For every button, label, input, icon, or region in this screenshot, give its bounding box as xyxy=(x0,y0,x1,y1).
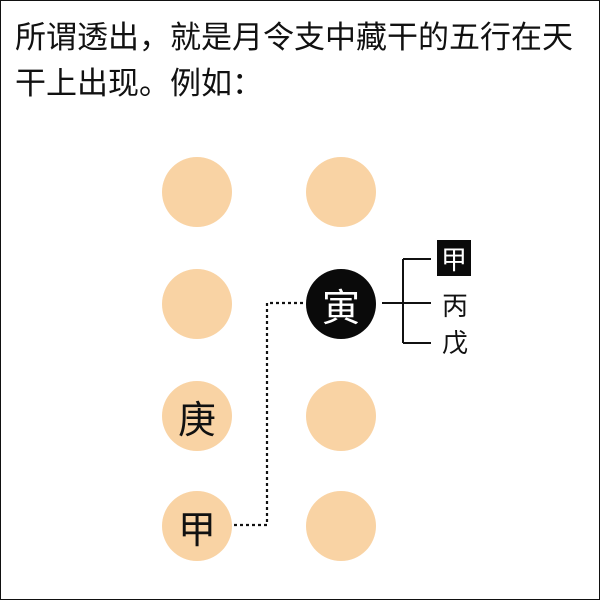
stem-circle-r3-left: 庚 xyxy=(162,381,232,451)
stem-circle-r4-left: 甲 xyxy=(162,491,232,561)
hidden-stem-highlighted: 甲 xyxy=(437,240,471,276)
intro-text: 所谓透出，就是月令支中藏干的五行在天干上出现。例如： xyxy=(15,20,573,102)
branch-circle-r3-right xyxy=(306,381,376,451)
stem-circle-r2-left xyxy=(162,269,232,339)
branch-circle-r4-right xyxy=(306,491,376,561)
hidden-stem-3: 戊 xyxy=(441,328,468,359)
month-branch-circle: 寅 xyxy=(306,269,376,339)
hidden-stem-2: 丙 xyxy=(441,291,468,322)
stem-circle-r1-left xyxy=(162,157,232,227)
dotted-connector xyxy=(234,301,303,527)
branch-circle-r1-right xyxy=(306,157,376,227)
